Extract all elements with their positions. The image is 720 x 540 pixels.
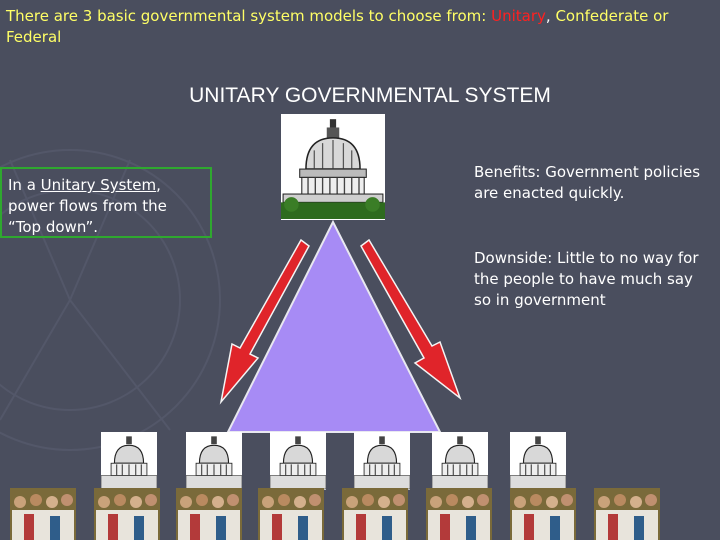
right-arrow (360, 238, 462, 401)
capitol-building-icon (354, 432, 410, 490)
capitol-building-icon (101, 432, 157, 490)
intro-comma: , (545, 7, 556, 25)
intro-confederate-federal: Confederate or Federal (6, 7, 669, 46)
power-triangle (226, 219, 442, 433)
definition-suffix: , power flows from the “Top down”. (8, 176, 167, 236)
crowd-photo-icon (10, 488, 76, 540)
crowd-photo-icon (258, 488, 324, 540)
benefits-text: Benefits: Government policies are enacte… (474, 163, 701, 202)
capitol-building-icon (281, 114, 385, 220)
capitol-building-icon (432, 432, 488, 490)
left-arrow (219, 238, 310, 405)
intro-prefix: There are 3 basic governmental system mo… (6, 7, 492, 25)
slide-title: UNITARY GOVERNMENTAL SYSTEM (189, 84, 551, 107)
capitol-building-icon (270, 432, 326, 490)
crowd-photo-icon (176, 488, 242, 540)
intro-text: There are 3 basic governmental system mo… (6, 6, 716, 48)
downside-text: Downside: Little to no way for the peopl… (474, 249, 699, 309)
crowd-photo-icon (94, 488, 160, 540)
capitol-building-icon (186, 432, 242, 490)
crowd-photo-icon (426, 488, 492, 540)
definition-box: In a Unitary System, power flows from th… (0, 167, 212, 238)
capitol-building-icon (510, 432, 566, 490)
unitary-highlight: Unitary (491, 7, 546, 25)
crowd-photo-icon (342, 488, 408, 540)
definition-term: Unitary System (40, 176, 157, 194)
crowd-photo-icon (510, 488, 576, 540)
crowd-photo-icon (594, 488, 660, 540)
definition-prefix: In a (8, 176, 41, 194)
